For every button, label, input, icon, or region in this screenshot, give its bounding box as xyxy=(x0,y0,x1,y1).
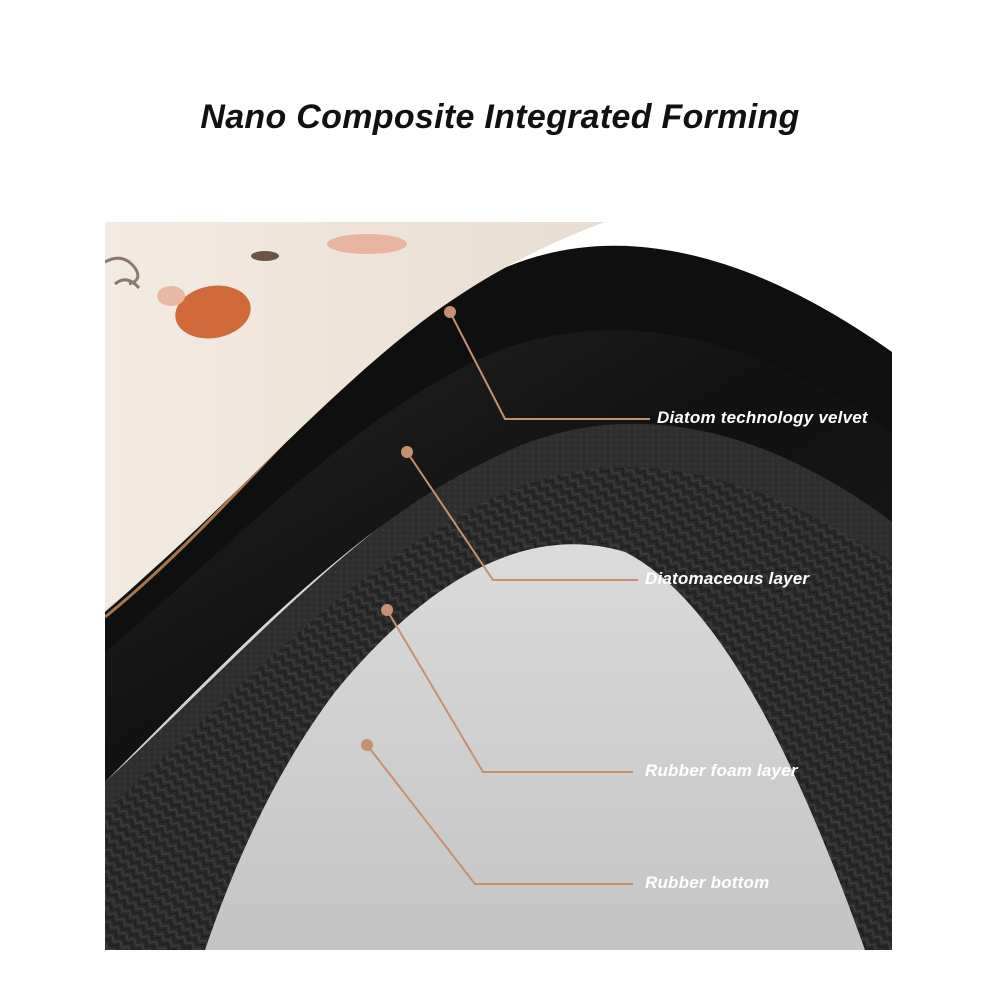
layer-label-bottom: Rubber bottom xyxy=(645,873,770,892)
marker-dot-diatomaceous xyxy=(401,446,413,458)
layer-label-foam: Rubber foam layer xyxy=(645,761,798,780)
marker-dot-velvet xyxy=(444,306,456,318)
layer-label-diatomaceous: Diatomaceous layer xyxy=(645,569,810,588)
leader-line-bottom xyxy=(366,744,633,885)
marker-dot-bottom xyxy=(361,739,373,751)
mat-cross-section-photo: Diatom technology velvet Diatomaceous la… xyxy=(105,222,892,950)
page-title: Nano Composite Integrated Forming xyxy=(200,98,800,136)
mat-layers-illustration xyxy=(105,222,892,950)
leader-line-foam xyxy=(386,609,633,773)
layer-label-velvet: Diatom technology velvet xyxy=(657,408,868,427)
leader-line-diatomaceous xyxy=(406,451,638,581)
marker-dot-foam xyxy=(381,604,393,616)
leader-line-velvet xyxy=(449,311,650,420)
